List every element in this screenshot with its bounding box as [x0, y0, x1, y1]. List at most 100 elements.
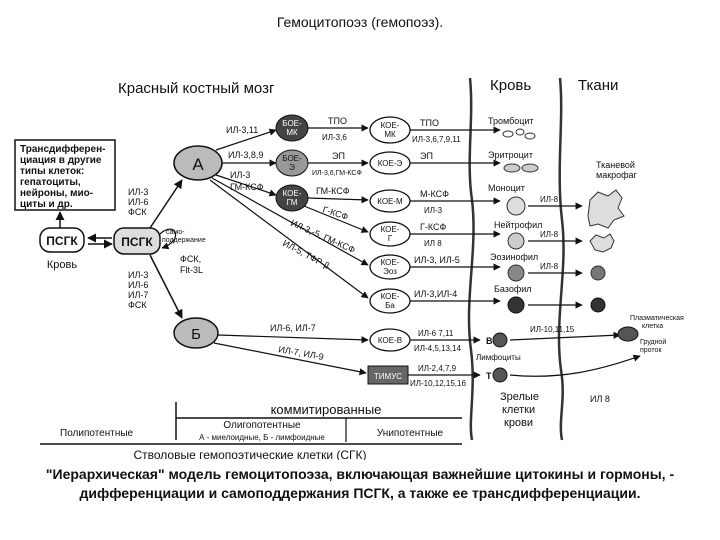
cytokine-label: ИЛ-3, ИЛ-5 [414, 255, 460, 265]
macrophage [587, 189, 625, 229]
boe-e-label: БОЕ- [282, 154, 302, 163]
arrow-b-koe-b [217, 334, 369, 344]
lymph-label: Лимфоциты [476, 353, 521, 362]
blood-cell-label: Моноцит [488, 183, 525, 193]
cytokine-label: ИЛ-4,5,13,14 [414, 344, 462, 353]
blood-cell-label: Базофил [494, 284, 532, 294]
cytokine-label: М-КСФ [420, 189, 449, 199]
tissue-label: Тканевой [596, 160, 635, 170]
tissue-basophil [590, 297, 606, 313]
koe-label: МК [384, 130, 396, 139]
psgk-blood-cell [39, 227, 85, 253]
koe-label: КОЕ-Э [378, 159, 403, 168]
caption-line: "Иерархическая" модель гемоцитопоэза, вк… [45, 466, 675, 482]
cytokine-label: ГМ-КСФ [230, 182, 264, 192]
cytokine-label: ЭП [420, 151, 433, 161]
cytokine-label: ИЛ-3,6,ГМ-КСФ [312, 170, 362, 177]
cytokine-label: ИЛ-3,6 [322, 133, 347, 142]
eosinophil [507, 264, 525, 282]
down-cytokine: ИЛ-7 [128, 290, 148, 300]
trans-line: гепатоциты, [20, 177, 81, 188]
arrow-t-return [509, 354, 641, 377]
koe-label: КОЕ- [381, 258, 400, 267]
cytokine-label: ИЛ-3,11 [226, 125, 258, 135]
tissue-label: Плазматическая [630, 315, 684, 322]
figure-caption: "Иерархическая" модель гемоцитопоэза, вк… [20, 465, 700, 503]
tissue-label: ИЛ-8 [540, 230, 559, 239]
self-renewal-text: поддержание [162, 237, 206, 244]
arrow [509, 331, 621, 341]
self-renewal-text: само- [166, 229, 185, 236]
down-cytokine: ИЛ-6 [128, 280, 148, 290]
arrow-a-koe-ba [209, 179, 369, 299]
arrow-a-koe-gm [215, 174, 277, 197]
koe-label: КОЕ- [381, 121, 400, 130]
up-cytokine: ИЛ-6 [128, 197, 148, 207]
legend-commit: коммитированные [271, 402, 382, 417]
trans-line: типы клеток: [20, 166, 84, 177]
b-label: В [486, 336, 493, 346]
arrow-a-koe-eoz [211, 177, 369, 266]
arrow-b-thymus [213, 342, 367, 376]
cytokine-label: ТПО [328, 116, 347, 126]
tissue-header: Ткани [578, 77, 618, 94]
monocyte [506, 196, 526, 216]
t-label: Т [486, 371, 492, 381]
legend-poly: Полипотентные [60, 428, 134, 439]
t-lymphocyte [492, 367, 508, 383]
tissue-eosinophil [590, 265, 606, 281]
plasma-cell [617, 326, 639, 342]
cytokine-label: ИЛ-3 [230, 170, 250, 180]
neutrophil [507, 232, 525, 250]
tissue-label: макрофаг [596, 170, 638, 180]
mature-label: клетки [502, 404, 535, 416]
cytokine-label: ИЛ-10,12,15,16 [410, 379, 466, 388]
tissue-label: ИЛ-8 [540, 195, 559, 204]
cytokine-label: ИЛ-3 [424, 206, 443, 215]
psgk-label: ПСГК [46, 234, 78, 248]
cytokine-label: ИЛ-7, ИЛ-9 [278, 344, 325, 362]
arrow-psgk-a [149, 179, 183, 229]
up-cytokine: ФСК [128, 207, 147, 217]
trans-line: циты и др. [20, 199, 73, 210]
boe-mk-label: БОЕ- [282, 119, 302, 128]
cytokine-label: ИЛ-6 7,11 [418, 329, 454, 338]
legend-stem: Стволовые гемопоэтические клетки (СГК) [133, 448, 366, 460]
arrow-a-boe-mk [215, 128, 277, 151]
arrow-psgk-b [149, 254, 183, 319]
down-cytokine: ИЛ-3 [128, 270, 148, 280]
tissue-label: Грудной [640, 338, 666, 346]
erythrocytes [503, 163, 539, 173]
down-cytokine: ФСК [128, 300, 147, 310]
koe-label: КОЕ-М [377, 197, 403, 206]
legend-oligo: Олигопотентные [223, 420, 301, 431]
cytokine-label: ГМ-КСФ [316, 186, 350, 196]
tissue-label: ИЛ-8 [540, 262, 559, 271]
fsk-label: ФСК, [180, 254, 201, 264]
transdifferentiation-box [14, 139, 116, 211]
cytokine-label: ЭП [332, 151, 345, 161]
boe-mk-label: МК [286, 128, 298, 137]
tissue-label: проток [640, 347, 662, 354]
trans-line: Трансдифферен- [20, 143, 105, 155]
psgk2-label: ПСГК [121, 235, 153, 249]
cytokine-label: ТПО [420, 118, 439, 128]
tissue-neutrophil [589, 233, 615, 253]
cytokine-label: ИЛ-6, ИЛ-7 [270, 323, 316, 333]
koe-label: Ба [385, 301, 395, 310]
tissue-label: ИЛ-10,11,15 [530, 325, 575, 334]
blood-cell-label: Тромбоцит [488, 116, 534, 126]
koe-label: Эоз [383, 267, 397, 276]
b-lymphocyte [492, 332, 508, 348]
tissue-label: клетка [642, 323, 663, 330]
legend-oligo-sub: А - миелоидные, Б - лимфоидные [199, 433, 325, 442]
basophil [507, 296, 525, 314]
tissue-label: ИЛ 8 [590, 394, 610, 404]
cytokine-label: ИЛ 8 [424, 239, 442, 248]
cytokine-label: Г-КСФ [420, 222, 447, 232]
koe-gm-label: КОЕ- [283, 189, 302, 198]
mature-label: крови [504, 417, 533, 429]
marrow-blood-border [467, 77, 475, 441]
psgk-marrow-cell [113, 227, 161, 255]
blood-cell-label: Эозинофил [490, 252, 538, 262]
